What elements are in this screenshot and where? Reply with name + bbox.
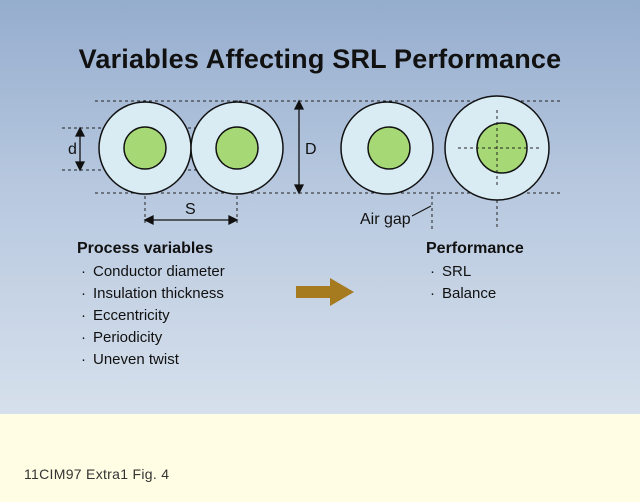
air-gap-leader <box>411 205 432 217</box>
list-item: ·Uneven twist <box>77 349 225 371</box>
list-item: ·Conductor diameter <box>77 261 225 283</box>
cable-pair-eccentric <box>340 95 550 201</box>
list-item: ·Insulation thickness <box>77 283 225 305</box>
conductor-circle <box>367 126 411 170</box>
performance-list: Performance ·SRL ·Balance <box>426 240 524 305</box>
D-dimension <box>293 99 305 195</box>
bullet-icon: · <box>430 263 435 280</box>
performance-heading: Performance <box>426 240 524 257</box>
air-gap-label: Air gap <box>360 211 411 228</box>
list-item: ·Periodicity <box>77 327 225 349</box>
diagram-title: Variables Affecting SRL Performance <box>78 44 562 74</box>
list-item: ·Eccentricity <box>77 305 225 327</box>
process-variables-list: Process variables ·Conductor diameter ·I… <box>77 240 225 371</box>
list-item: ·SRL <box>426 261 524 283</box>
diagram-panel <box>0 0 640 414</box>
bullet-icon: · <box>81 329 86 346</box>
bullet-icon: · <box>81 263 86 280</box>
cable-diagram: d D S Air gap <box>62 95 560 306</box>
process-variables-heading: Process variables <box>77 240 214 257</box>
d-dimension <box>74 126 86 172</box>
right-arrow-icon <box>296 278 354 306</box>
d-label: d <box>68 141 77 158</box>
bullet-icon: · <box>81 285 86 302</box>
bullet-icon: · <box>430 285 435 302</box>
cable-pair-concentric <box>98 101 284 195</box>
D-label: D <box>305 141 317 158</box>
bullet-icon: · <box>81 307 86 324</box>
list-item: ·Balance <box>426 283 524 305</box>
bullet-icon: · <box>81 351 86 368</box>
S-dimension <box>143 214 239 226</box>
figure-caption: 11CIM97 Extra1 Fig. 4 <box>24 466 170 482</box>
conductor-circle <box>123 126 167 170</box>
conductor-circle <box>215 126 259 170</box>
S-label: S <box>185 201 196 218</box>
